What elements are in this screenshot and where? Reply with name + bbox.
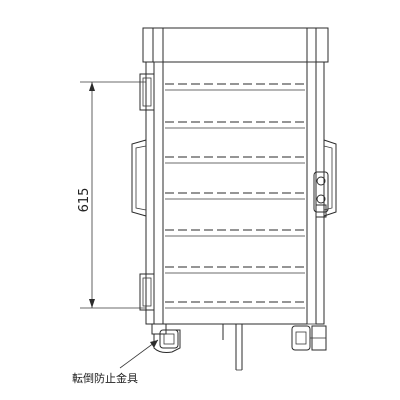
slat [165,301,305,309]
leader-arrow-icon [119,339,159,369]
slat [165,83,305,91]
dimension-615: 615 [77,81,146,309]
slat [165,156,305,164]
slat [165,192,305,200]
slat [165,229,305,237]
slat [165,121,305,129]
top-frame [142,27,329,63]
left-rail [131,61,167,335]
deck-slats [165,83,305,309]
slat [165,266,305,274]
right-rail [307,61,337,325]
callout-leader [119,339,159,369]
deck-panel [162,61,308,325]
callout-label: 転倒防止金具 [72,371,138,385]
dimension-label: 615 [77,188,92,213]
bottom-fittings [153,324,327,371]
